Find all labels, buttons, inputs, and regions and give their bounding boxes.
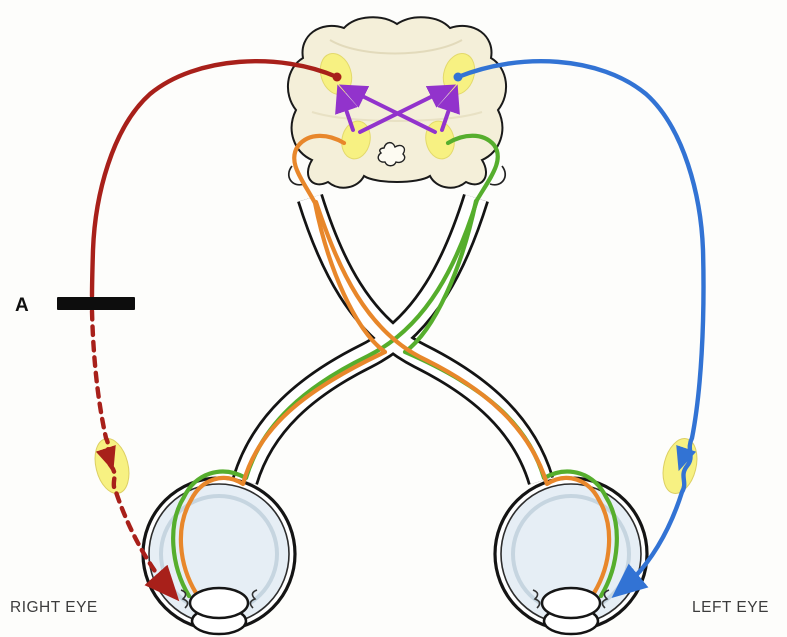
afferent-fibres [171, 133, 619, 599]
afferent-orange-from-right-eye [178, 133, 388, 596]
midbrain-wing-left [287, 165, 305, 186]
left-eye-label: LEFT EYE [692, 599, 769, 616]
afferent-orange-from-left-eye [313, 199, 612, 596]
lesion-bar [57, 297, 135, 310]
midbrain-section [286, 16, 508, 189]
efferent-left-ganglion-synapse-arrow [676, 445, 697, 472]
efferent-right-pathway [89, 59, 342, 602]
cerebral-aqueduct [377, 141, 406, 167]
right-eye-ciliary-body-right [249, 589, 258, 609]
right-eye-anterior-segment [180, 586, 258, 636]
left-eye-ciliary-body-right [601, 589, 610, 609]
internuncial-right-uncrossed [437, 84, 460, 132]
left-eye-anterior-segment [532, 586, 610, 636]
optic-tract-from-right-eye-outline [232, 193, 489, 486]
internuncial-left-crossed [358, 84, 457, 134]
efferent-right-solid-segment [89, 59, 340, 299]
efferent-left-solid-path [455, 59, 706, 599]
internuncial-neurons [335, 84, 460, 134]
efferent-left-pathway [453, 59, 706, 599]
efferent-right-ganglion-synapse-arrow [95, 445, 116, 472]
midbrain-texture-line-upper [329, 39, 463, 55]
right-eye-label: RIGHT EYE [10, 599, 98, 616]
optic-tract-from-left-eye-outline [297, 193, 554, 486]
left-eye-ciliary-body-left [532, 589, 541, 609]
ciliary-ganglion-left [662, 438, 698, 494]
midbrain-texture-line-lower [311, 111, 483, 122]
internuncial-right-crossed [338, 84, 437, 134]
right-eye-lens [188, 586, 250, 620]
left-eye-lens [540, 586, 602, 620]
right-eye-ciliary-body-left [180, 589, 189, 609]
lesion-label: A [15, 295, 29, 316]
midbrain-wing-right [489, 165, 507, 186]
afferent-green-from-right-eye [171, 133, 500, 599]
